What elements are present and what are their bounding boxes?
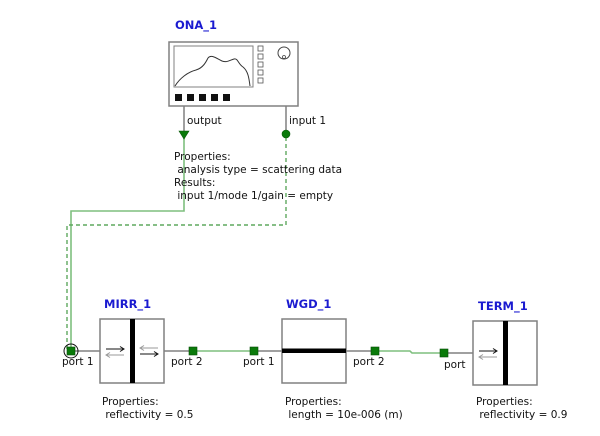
mirr-port2-label: port 2	[171, 356, 203, 368]
term-component[interactable]	[439, 320, 538, 386]
ona-side-button[interactable]	[257, 77, 264, 84]
mirr-port1-selection-ring	[63, 343, 79, 359]
ona-bottom-button[interactable]	[175, 94, 182, 101]
wgd-waveguide-line	[282, 348, 346, 353]
mirr-port2-icon[interactable]	[188, 346, 198, 356]
ona-side-button[interactable]	[257, 53, 264, 60]
mirr-component[interactable]	[63, 318, 198, 384]
wgd-port2-label: port 2	[353, 356, 385, 368]
mirr-left-arrows-icon	[105, 346, 125, 358]
mirr-property-reflectivity: reflectivity = 0.5	[102, 409, 194, 421]
ona-screen	[173, 45, 254, 88]
mirr-port1-label: port 1	[62, 356, 94, 368]
mirr-right-arrows-icon	[139, 345, 159, 357]
term-property-reflectivity: reflectivity = 0.9	[476, 409, 568, 421]
wgd-property-length: length = 10e-006 (m)	[285, 409, 403, 421]
wgd-port1-label: port 1	[243, 356, 275, 368]
ona-result-gain: input 1/mode 1/gain = empty	[174, 190, 334, 202]
mirr-title[interactable]: MIRR_1	[104, 297, 152, 311]
term-port-icon[interactable]	[439, 348, 449, 358]
term-properties-header: Properties:	[476, 396, 533, 408]
ona-property-analysis-type: analysis type = scattering data	[174, 164, 343, 176]
ona-side-button[interactable]	[257, 61, 264, 68]
ona-results-header: Results:	[174, 177, 216, 189]
ona-component[interactable]	[168, 41, 299, 140]
ona-side-button[interactable]	[257, 45, 264, 52]
ona-bottom-button[interactable]	[223, 94, 230, 101]
ona-title[interactable]: ONA_1	[175, 18, 218, 32]
ona-output-port-label: output	[187, 115, 222, 127]
ona-bottom-button[interactable]	[199, 94, 206, 101]
ona-properties-header: Properties:	[174, 151, 231, 163]
ona-bottom-button[interactable]	[187, 94, 194, 101]
ona-side-button[interactable]	[257, 69, 264, 76]
term-arrows-icon	[478, 348, 498, 360]
ona-trace-icon	[174, 55, 251, 87]
term-port-label: port	[444, 359, 466, 371]
ona-knob-icon[interactable]	[277, 46, 291, 60]
ona-knob-dot	[282, 55, 286, 59]
wire-mirr-port1-to-ona-input[interactable]	[66, 137, 287, 350]
mirr-port1-icon[interactable]	[66, 346, 76, 356]
ona-side-buttons	[257, 45, 264, 84]
mirr-mirror-plate	[130, 319, 135, 383]
ona-input-port-dot-icon[interactable]	[281, 129, 291, 139]
mirr-properties-header: Properties:	[102, 396, 159, 408]
ona-input-port-label: input 1	[289, 115, 327, 127]
wgd-port1-icon[interactable]	[249, 346, 259, 356]
wgd-title[interactable]: WGD_1	[286, 297, 332, 311]
wgd-component[interactable]	[249, 318, 380, 384]
term-mirror-plate	[503, 321, 508, 385]
wgd-properties-header: Properties:	[285, 396, 342, 408]
ona-bottom-buttons	[175, 94, 230, 101]
wgd-port2-icon[interactable]	[370, 346, 380, 356]
ona-bottom-button[interactable]	[211, 94, 218, 101]
term-title[interactable]: TERM_1	[478, 299, 528, 313]
ona-output-port-arrow-icon[interactable]	[178, 130, 190, 140]
wire-wgd-port2-to-term-port[interactable]	[375, 350, 443, 354]
wire-ona-output-to-mirr-port1[interactable]	[70, 137, 185, 350]
